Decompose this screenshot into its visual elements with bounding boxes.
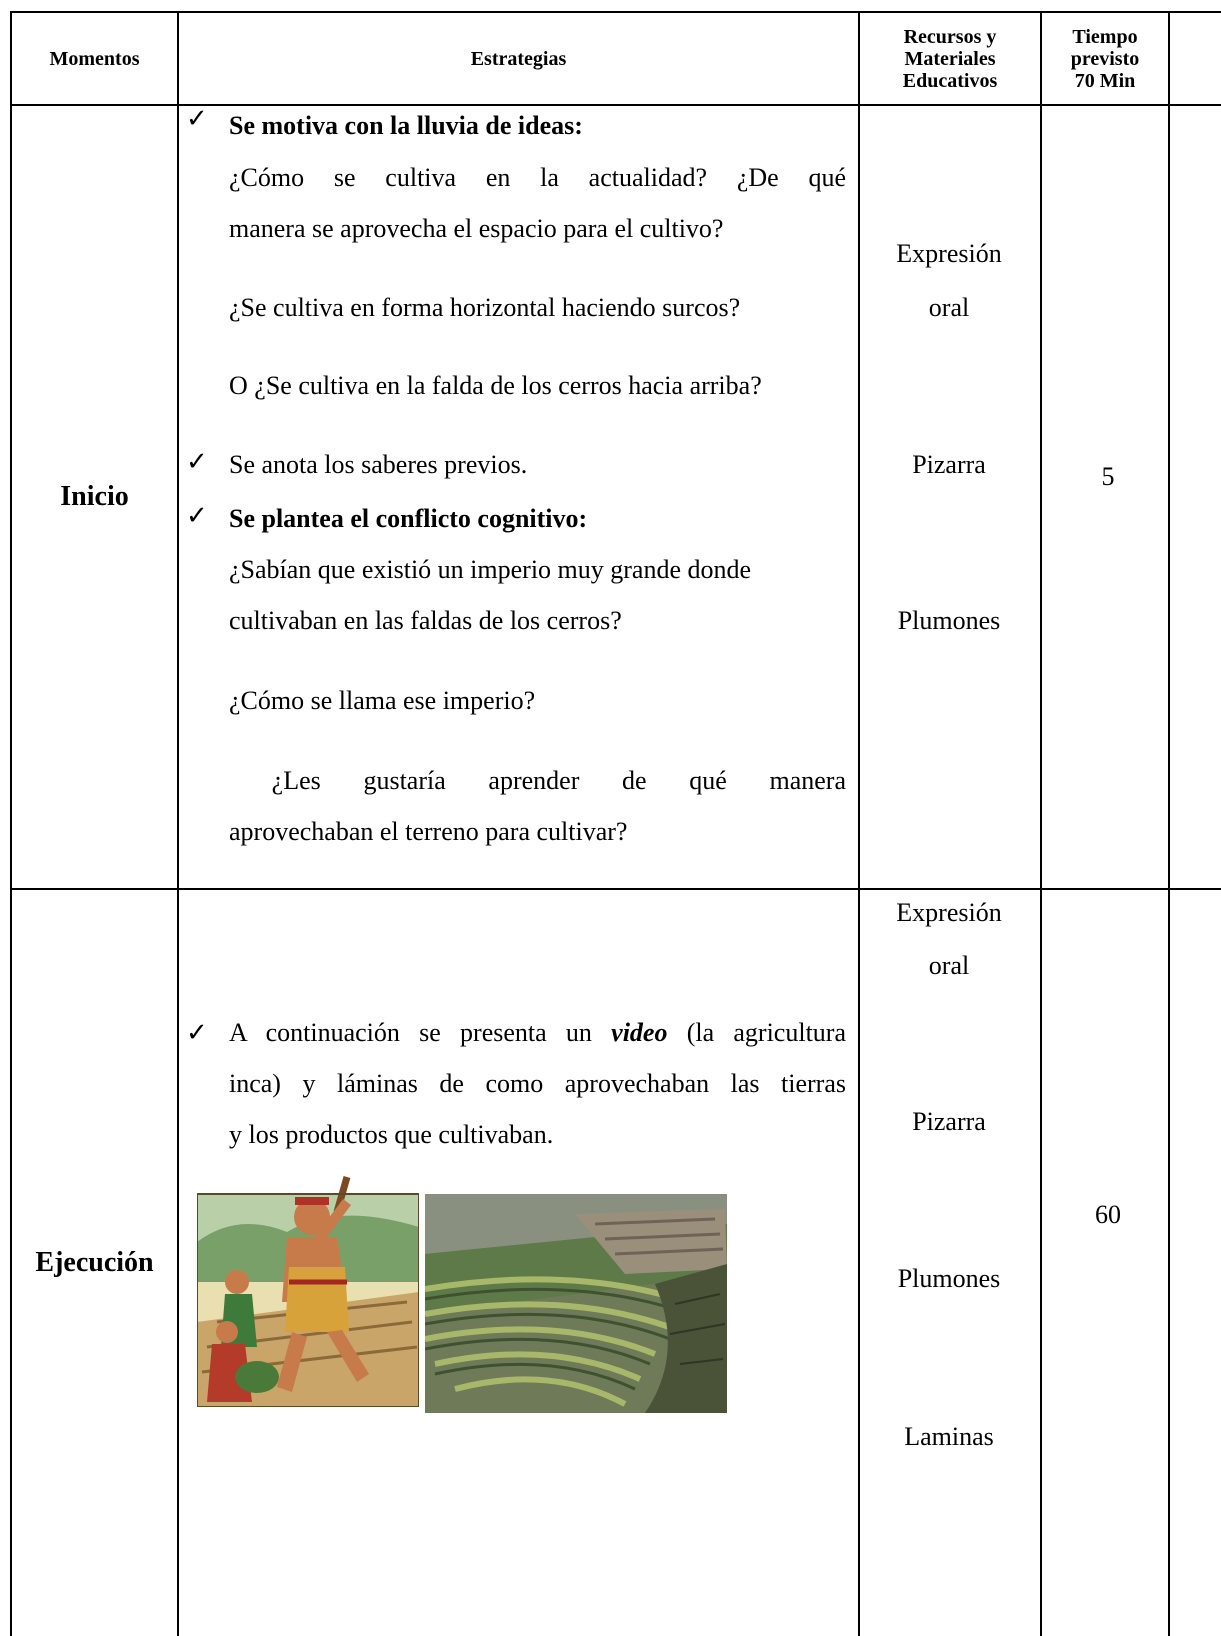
checkmark-icon: ✓ [186,447,208,476]
inicio-q5: ¿Cómo se llama ese imperio? [229,686,536,715]
header-tiempo-line2: previsto [1070,47,1140,70]
header-tiempo-line3: 70 Min [1074,69,1136,92]
header-recursos-line3: Educativos [902,69,998,92]
moment-inicio: Inicio [12,106,177,888]
col-divider-2 [858,11,860,1636]
checkmark-icon: ✓ [186,104,208,133]
inicio-q6-line2: aprovechaban el terreno para cultivar? [229,817,628,846]
inicio-q6-line1: ¿Les gustaría aprender de qué manera [229,766,846,795]
ejecucion-line1-video: video [611,1018,668,1047]
table-right-border [1168,11,1170,1636]
header-momentos: Momentos [12,13,177,104]
table-top-border [10,11,1221,13]
inicio-q4-line1: ¿Sabían que existió un imperio muy grand… [229,555,752,584]
inicio-q4-line2: cultivaban en las faldas de los cerros? [229,606,622,635]
inicio-q2: ¿Se cultiva en forma horizontal haciendo… [229,293,741,322]
header-recursos: Recursos y Materiales Educativos [860,13,1040,104]
inicio-recurso-oral: oral [928,293,970,322]
inicio-bottom-border [10,888,1221,890]
ejecucion-recurso-pizarra: Pizarra [912,1107,986,1136]
inicio-q3: O ¿Se cultiva en la falda de los cerros … [229,371,762,400]
checkmark-icon: ✓ [186,1018,208,1047]
ejecucion-recurso-laminas: Laminas [904,1422,994,1451]
inicio-recurso-plumones: Plumones [897,606,1001,635]
checkmark-icon: ✓ [186,501,208,530]
ejecucion-recurso-oral: oral [928,951,970,980]
header-momentos-text: Momentos [49,47,140,70]
inicio-q1-line2: manera se aprovecha el espacio para el c… [229,214,724,243]
inicio-recurso-pizarra: Pizarra [912,450,986,479]
moment-ejecucion-label: Ejecución [35,1247,154,1278]
header-estrategias: Estrategias [179,13,858,104]
inicio-item2: Se anota los saberes previos. [229,450,528,479]
header-bottom-border [10,104,1221,106]
inca-terraces-photo [425,1194,727,1413]
header-recursos-line2: Materiales [904,47,996,70]
header-tiempo: Tiempo previsto 70 Min [1042,13,1168,104]
col-divider-1 [177,11,179,1636]
inicio-tiempo: 5 [1101,462,1115,491]
ejecucion-recurso-expresion: Expresión [896,898,1002,927]
moment-inicio-label: Inicio [60,481,129,512]
header-tiempo-line1: Tiempo [1072,25,1138,48]
ejecucion-tiempo: 60 [1095,1200,1121,1229]
ejecucion-line1-pre: A continuación se presenta un [229,1018,612,1047]
inicio-q1-line1: ¿Cómo se cultiva en la actualidad? ¿De q… [229,163,846,192]
inicio-item3-title: Se plantea el conflicto cognitivo: [229,504,588,533]
col-divider-3 [1040,11,1042,1636]
inicio-recurso-expresion: Expresión [896,239,1002,268]
ejecucion-recurso-plumones: Plumones [897,1264,1001,1293]
inicio-item1-title: Se motiva con la lluvia de ideas: [229,111,583,140]
ejecucion-line2: inca) y láminas de como aprovechaban las… [229,1069,846,1098]
table-left-border [10,11,12,1636]
ejecucion-line3: y los productos que cultivaban. [229,1120,554,1149]
moment-ejecucion: Ejecución [12,890,177,1636]
ejecucion-line1-post: (la agricultura [667,1018,846,1047]
header-recursos-line1: Recursos y [903,25,997,48]
header-estrategias-text: Estrategias [470,47,567,70]
ejecucion-line1: A continuación se presenta un video (la … [229,1018,846,1048]
inca-farmer-illustration [197,1172,419,1407]
